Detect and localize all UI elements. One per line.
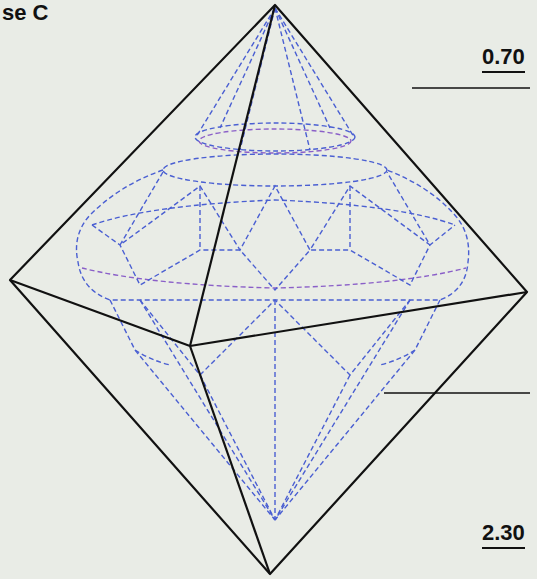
dimension-label: 0.70 [482,46,525,73]
dimension-label: 2.30 [482,522,525,549]
case-label: se C [2,2,48,24]
